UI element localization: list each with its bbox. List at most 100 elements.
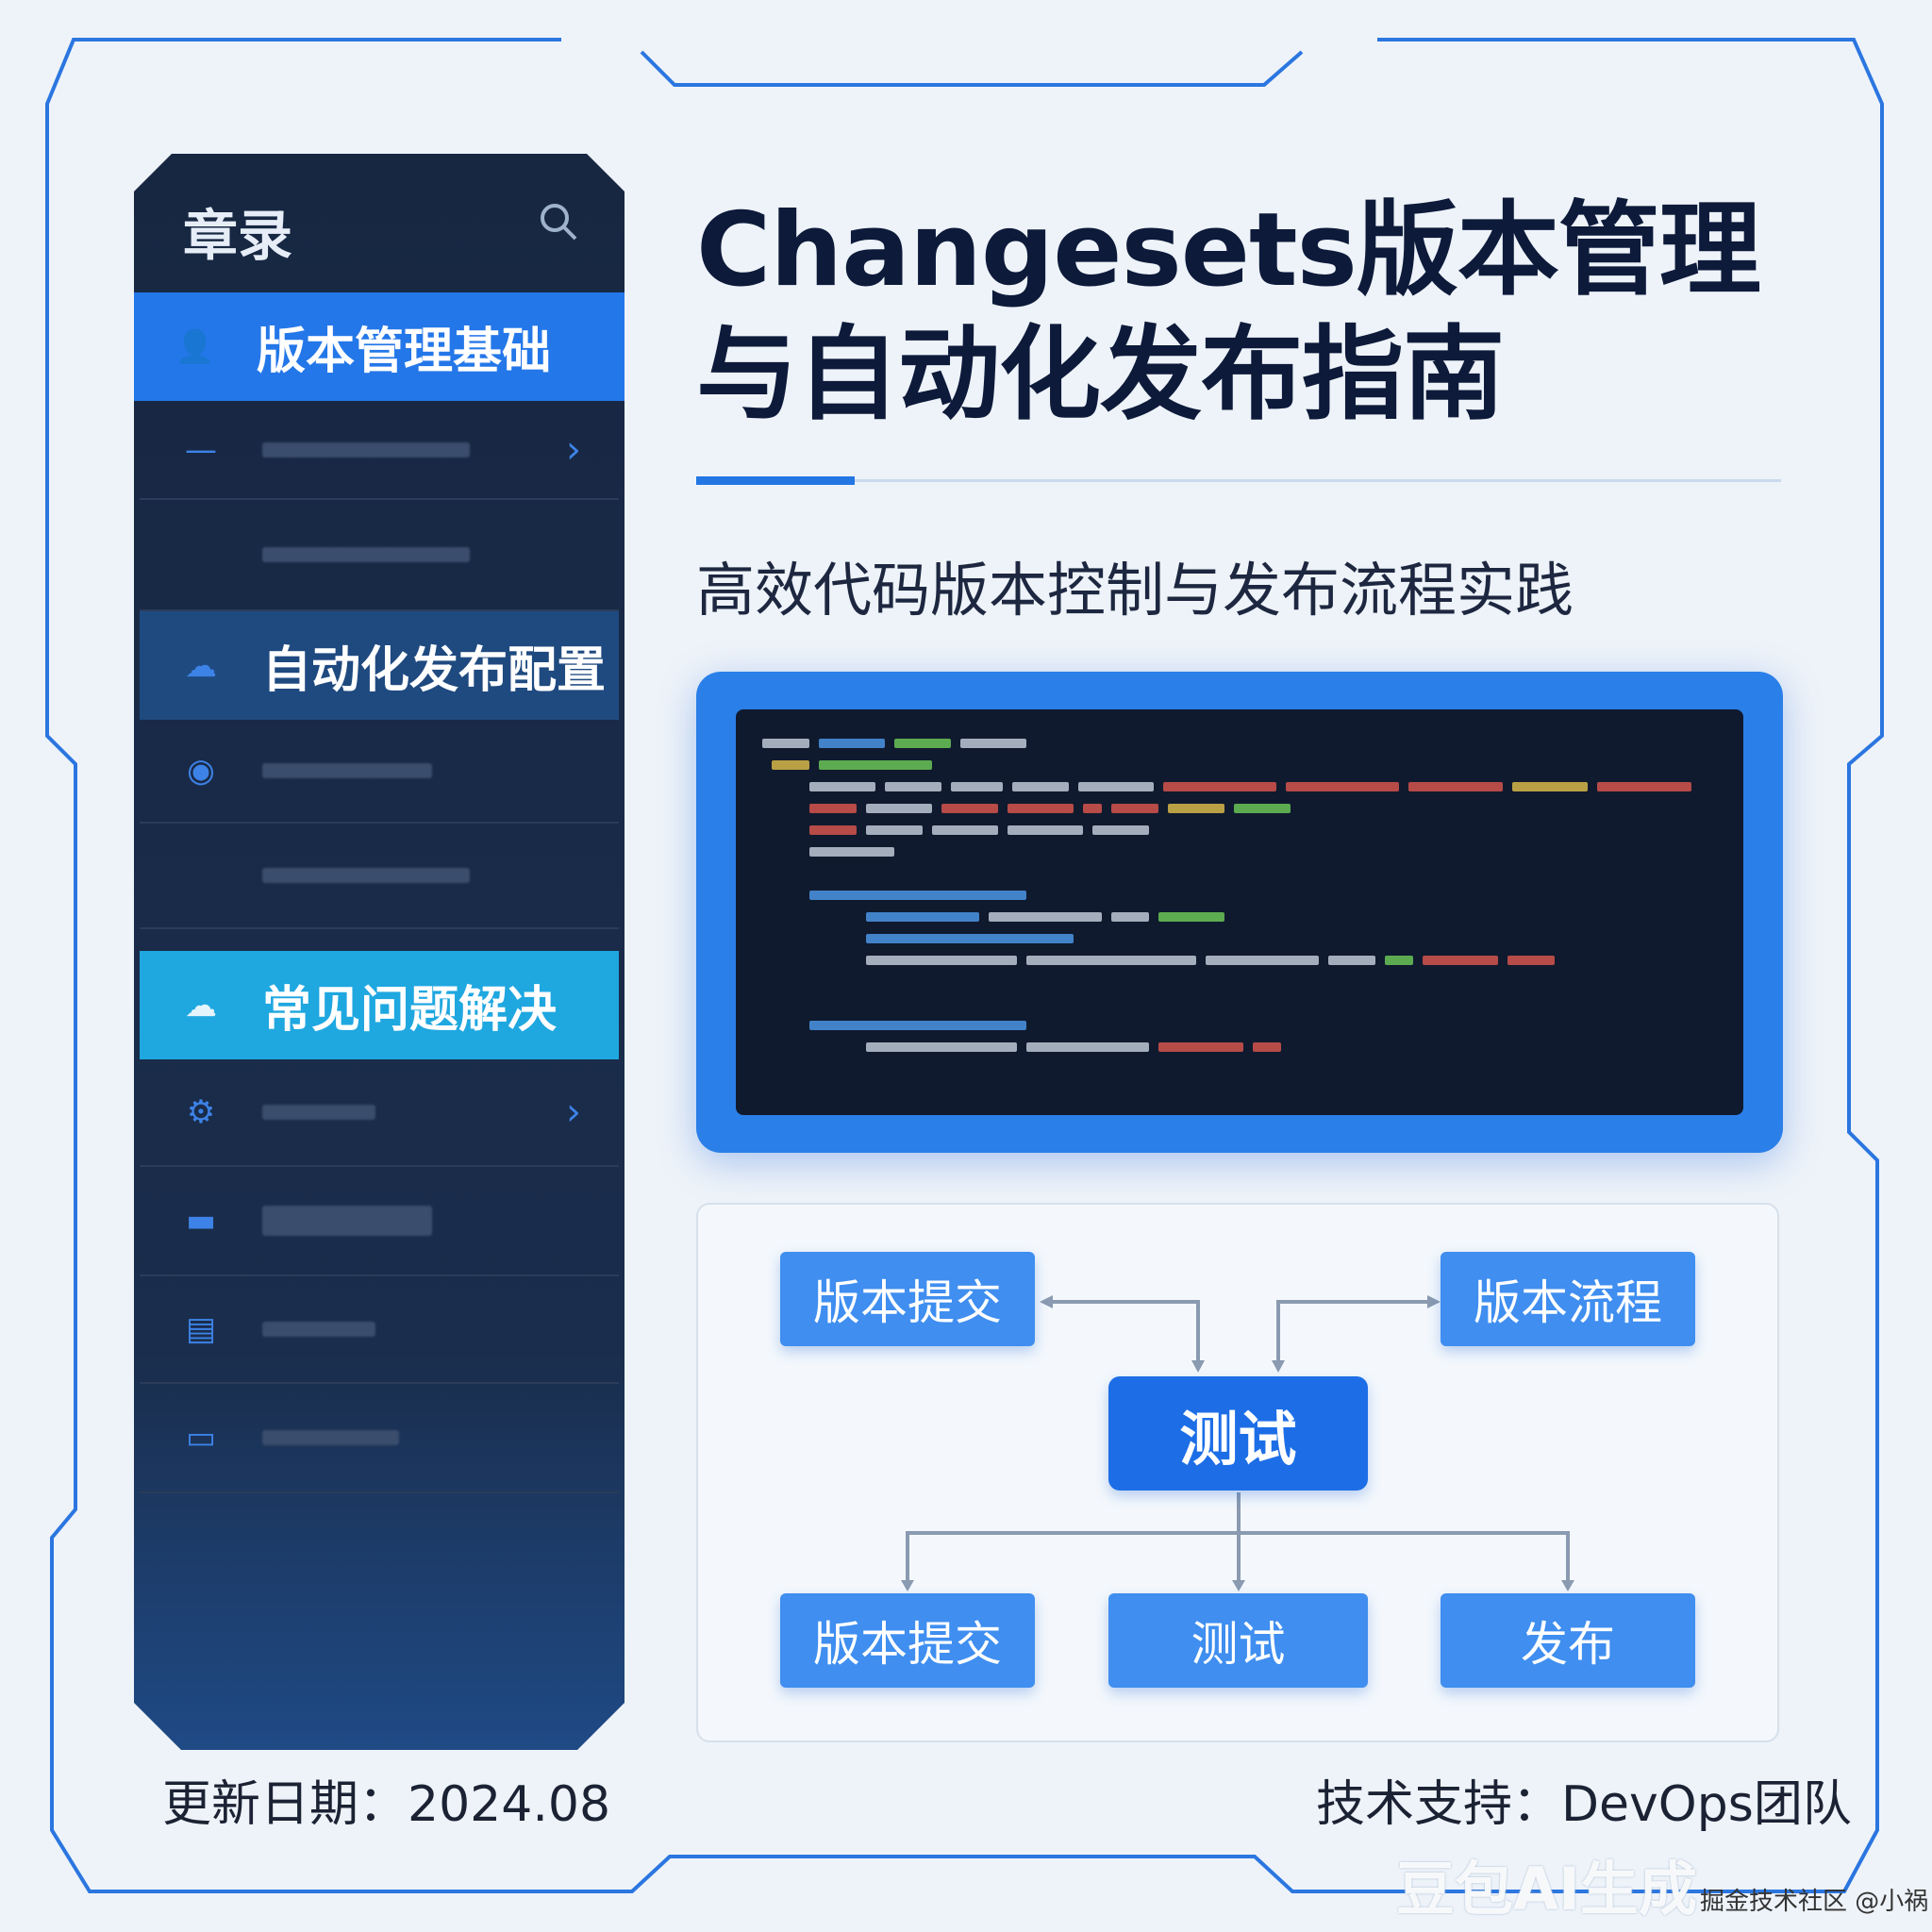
code-line (762, 977, 1717, 987)
code-line (762, 891, 1717, 900)
code-line (762, 739, 1717, 748)
cloud-icon: ☁ (185, 986, 217, 1024)
code-token (809, 1021, 1026, 1030)
code-token (1158, 1042, 1243, 1052)
node-release: 发布 (1441, 1593, 1695, 1688)
chevron-right-icon: › (566, 1091, 581, 1134)
code-line (762, 1042, 1717, 1052)
code-token (1512, 782, 1588, 791)
flow-connectors (901, 1295, 1574, 1591)
page-subtitle: 高效代码版本控制与发布流程实践 (696, 556, 1574, 625)
code-token (819, 739, 885, 748)
code-token (894, 739, 951, 748)
code-line (762, 782, 1717, 791)
code-token (1111, 912, 1149, 922)
code-token (951, 782, 1003, 791)
node-version-commit: 版本提交 (780, 1252, 1035, 1346)
code-token (819, 760, 932, 770)
code-line (762, 804, 1717, 813)
code-token (1026, 1042, 1149, 1052)
sidebar-subitem[interactable]: ▤ (140, 1276, 619, 1384)
code-token (1328, 956, 1375, 965)
sidebar-subitem[interactable]: ⚙ › (140, 1059, 619, 1167)
sidebar-subitem[interactable]: ◉ (140, 720, 619, 824)
toolbox-icon: ▬ (185, 1202, 217, 1240)
title-divider (696, 476, 1781, 485)
user-icon: 👤 (175, 327, 216, 366)
page-title: Changesets版本管理 与自动化发布指南 (696, 189, 1761, 438)
code-token (1385, 956, 1413, 965)
update-date: 更新日期：2024.08 (162, 1776, 611, 1833)
title-line-2: 与自动化发布指南 (696, 316, 1505, 434)
code-line (762, 847, 1717, 857)
code-token (1234, 804, 1291, 813)
chapter-sidebar: 章录 👤 版本管理基础 — › ☁ 自动化发布配置 ◉ ☁ 常见问题解决 ⚙ ›… (134, 154, 625, 1750)
blank-icon (177, 536, 225, 574)
code-token (1168, 804, 1224, 813)
code-token (866, 956, 1017, 965)
code-token (809, 847, 894, 857)
sidebar-subitem[interactable]: — › (140, 401, 619, 500)
code-line (762, 869, 1717, 878)
code-token (1008, 825, 1083, 835)
code-token (866, 912, 979, 922)
code-token (960, 739, 1026, 748)
code-token (885, 782, 941, 791)
code-token (1158, 912, 1224, 922)
gear-icon: ⚙ (186, 1093, 216, 1131)
code-token (989, 912, 1102, 922)
code-token (1408, 782, 1503, 791)
placeholder-text (262, 547, 470, 562)
placeholder-text (262, 1322, 375, 1337)
sidebar-subitem[interactable] (140, 500, 619, 611)
code-token (1507, 956, 1555, 965)
placeholder-text (262, 763, 432, 778)
node-version-flow: 版本流程 (1441, 1252, 1695, 1346)
code-token (1083, 804, 1102, 813)
sidebar-item-auto-release[interactable]: ☁ 自动化发布配置 (140, 611, 619, 720)
node-version-commit-bottom: 版本提交 (780, 1593, 1035, 1688)
sidebar-subitem[interactable]: ▬ (140, 1167, 619, 1276)
code-line (762, 1086, 1717, 1095)
code-token (866, 825, 923, 835)
code-editor (736, 709, 1743, 1115)
code-line (762, 912, 1717, 922)
code-token (1092, 825, 1149, 835)
cloud-upload-icon: ☁ (185, 646, 217, 685)
code-token (1423, 956, 1498, 965)
sidebar-item-label: 版本管理基础 (257, 324, 552, 380)
sidebar-subitem[interactable] (140, 824, 619, 929)
placeholder-text (262, 1430, 399, 1445)
code-token (809, 804, 857, 813)
watermark-credit: 掘金技术社区 @小祸 (1700, 1888, 1929, 1916)
code-token (1253, 1042, 1281, 1052)
code-token (1111, 804, 1158, 813)
code-token (1012, 782, 1069, 791)
flow-diagram: 版本提交 版本流程 测试 版本提交 测试 发布 (696, 1203, 1779, 1742)
search-icon[interactable] (538, 201, 579, 242)
watermark: 豆包AI生成 (1396, 1855, 1698, 1924)
code-token (866, 804, 932, 813)
code-token (1597, 782, 1691, 791)
sidebar-item-faq[interactable]: ☁ 常见问题解决 (140, 951, 619, 1059)
code-line (762, 1021, 1717, 1030)
code-token (1008, 804, 1074, 813)
code-token (762, 739, 809, 748)
code-panel (696, 672, 1783, 1153)
sidebar-subitem[interactable]: ▭ (140, 1384, 619, 1493)
chevron-right-icon: › (566, 427, 581, 472)
placeholder-text (262, 1105, 375, 1120)
code-line (762, 934, 1717, 943)
code-token (1026, 956, 1196, 965)
code-line (762, 999, 1717, 1008)
title-line-1: Changesets版本管理 (696, 192, 1761, 309)
sidebar-item-version-basics[interactable]: 👤 版本管理基础 (134, 292, 625, 401)
sidebar-item-label: 自动化发布配置 (262, 642, 607, 699)
tech-support: 技术支持：DevOps团队 (1316, 1776, 1852, 1833)
code-token (1286, 782, 1399, 791)
node-test-center: 测试 (1108, 1376, 1368, 1491)
code-token (941, 804, 998, 813)
code-token (1163, 782, 1276, 791)
code-token (809, 825, 857, 835)
